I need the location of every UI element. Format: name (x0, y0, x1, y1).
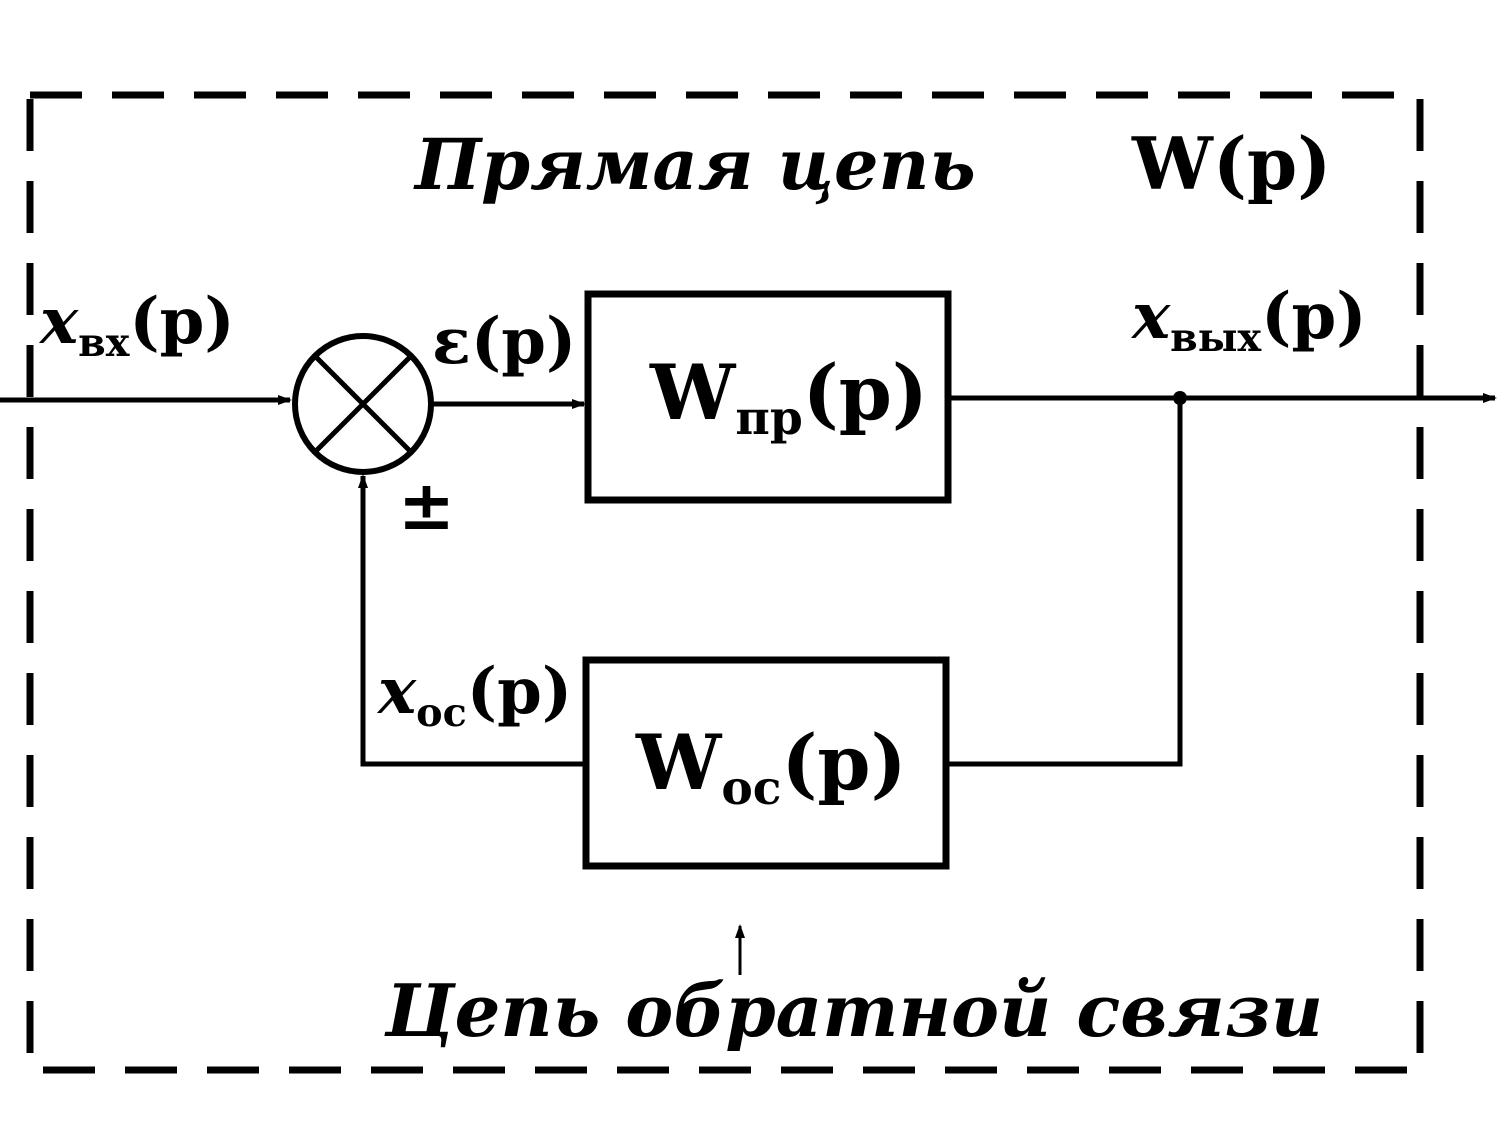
summing-junction (292, 333, 434, 475)
feedback-return-line (358, 474, 586, 767)
output-signal-arg: (p) (1261, 279, 1367, 354)
feedback-block-sub: ос (721, 761, 782, 817)
feedback-branch-line (946, 398, 1183, 767)
output-signal-label: xвых(p) (1132, 285, 1366, 358)
feedback-block-main: W (636, 718, 722, 807)
error-signal-label: ε(p) (432, 304, 577, 379)
input-signal-arg: (p) (129, 284, 235, 359)
feedback-signal-sub: ос (416, 689, 467, 736)
output-signal-sub: вых (1170, 314, 1262, 361)
forward-block-main: W (650, 348, 736, 437)
feedback-signal-arg: (p) (466, 654, 573, 729)
input-signal-label: xвх(p) (40, 290, 235, 363)
feedback-block-arg: (p) (781, 718, 907, 807)
feedback-signal-main: x (378, 654, 417, 729)
feedback-path-title: Цепь обратной связи (385, 968, 1324, 1053)
feedback-signal-label: xос(p) (378, 660, 572, 733)
sign-label: ± (398, 466, 455, 546)
output-signal-main: x (1132, 279, 1171, 354)
forward-block-arg: (p) (802, 348, 928, 437)
input-signal-main: x (40, 284, 79, 359)
forward-block-sub: пр (735, 391, 803, 447)
system-boundary (26, 91, 1424, 1074)
input-signal-sub: вх (78, 319, 130, 366)
overall-transfer-function: W(p) (1132, 121, 1332, 206)
forward-block-label: Wпр(p) (650, 355, 928, 443)
forward-path-title: Прямая цепь (415, 123, 976, 206)
feedback-block-label: Wос(p) (636, 725, 907, 813)
